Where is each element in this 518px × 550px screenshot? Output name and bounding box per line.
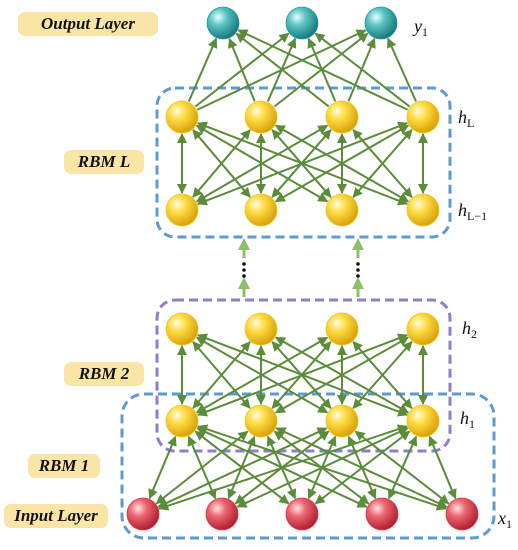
edge-h1-input [148,435,177,500]
unit-input-4 [365,497,399,531]
unit-hL-4 [406,100,440,134]
hL-label: hL [458,107,475,130]
unit-input-1 [126,497,160,531]
unit-input-2 [205,497,239,531]
rbm-l-box [155,86,452,239]
edge-h1-h2 [352,341,413,409]
unit-h2-4 [406,312,440,346]
unit-hL_minus_1-2 [244,193,278,227]
h2-label: h2 [462,318,477,341]
unit-input-3 [285,497,319,531]
x1-label: x1 [498,508,512,531]
rbm-1-tag: RBM 1 [28,454,100,478]
unit-output-1 [206,6,240,40]
rbm-1-box [120,392,496,540]
y1-label: y1 [414,16,428,39]
unit-h1-2 [244,404,278,438]
edge-hL-output [314,32,411,108]
unit-hL_minus_1-1 [165,193,199,227]
unit-hL_minus_1-3 [325,193,359,227]
nodes [126,6,479,531]
unit-h2-1 [165,312,199,346]
unit-h2-2 [244,312,278,346]
edge-h1-input [236,427,409,508]
unit-hL-2 [244,100,278,134]
h1-label: h1 [460,408,475,431]
output-layer-tag: Output Layer [18,12,158,36]
edge-h1-input [428,435,457,500]
edge-h1-input [155,430,249,505]
edge-h1-input [387,435,418,500]
edge-hL-output [237,29,409,111]
unit-hL-1 [165,100,199,134]
edge-hL-hL_minus_1 [352,129,413,198]
unit-hL-3 [325,100,359,134]
unit-h1-3 [325,404,359,438]
edge-hL-output [235,32,330,108]
unit-output-2 [285,6,319,40]
rbm-2-tag: RBM 2 [64,362,144,386]
edge-hL-output [187,37,218,102]
edge-hL-output [387,37,417,102]
input-layer-tag: Input Layer [4,504,108,528]
unit-h1-4 [406,404,440,438]
unit-h2-3 [325,312,359,346]
unit-h1-1 [165,404,199,438]
rbm-l-tag: RBM L [64,150,144,174]
edges [148,29,457,511]
ellipsis-connector [238,238,364,297]
rbm-2-box [155,298,452,453]
edge-h1-input [157,427,328,508]
unit-input-5 [445,497,479,531]
unit-hL_minus_1-4 [406,193,440,227]
hL-minus-1-label: hL−1 [458,200,488,223]
edge-hL-output [228,37,256,102]
unit-output-3 [364,6,398,40]
